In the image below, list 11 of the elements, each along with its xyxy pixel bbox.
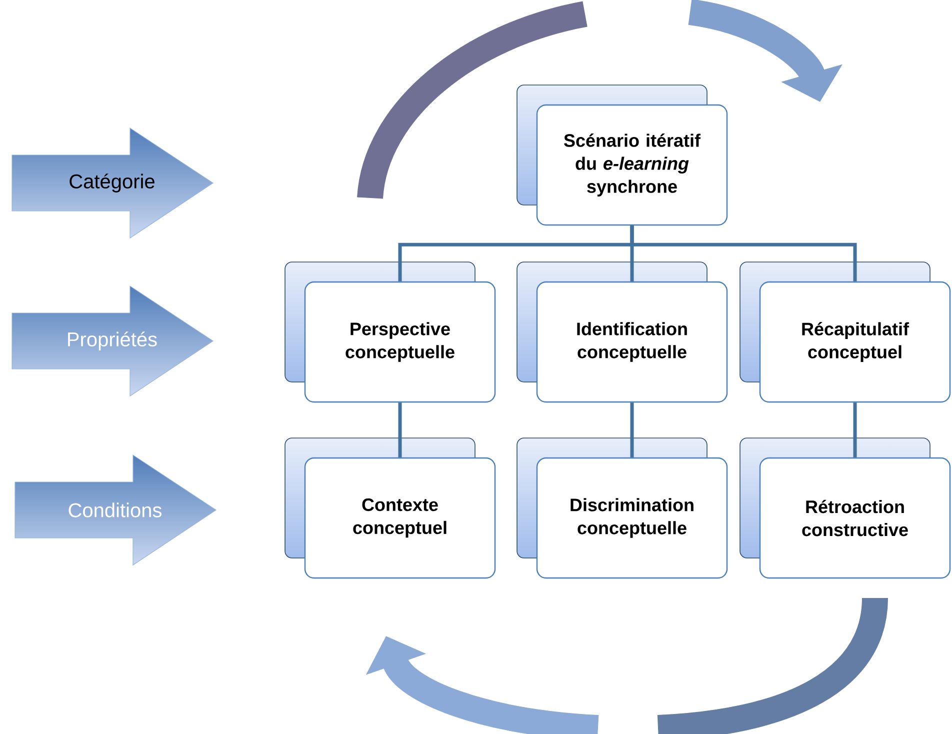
connector-line xyxy=(630,402,634,458)
process-box: Contexte conceptuel xyxy=(284,438,496,579)
connector-line xyxy=(853,402,857,458)
process-box: Perspective conceptuelle xyxy=(284,262,496,403)
process-box: Récapitulatif conceptuel xyxy=(740,262,951,403)
process-box: Rétroaction constructive xyxy=(740,438,951,579)
connector-line xyxy=(630,226,857,282)
process-box: Discrimination conceptuelle xyxy=(516,438,728,579)
connector-line xyxy=(398,402,402,458)
process-box: Scénario itératif du e-learning synchrone xyxy=(516,84,728,226)
process-box: Identification conceptuelle xyxy=(516,262,728,403)
